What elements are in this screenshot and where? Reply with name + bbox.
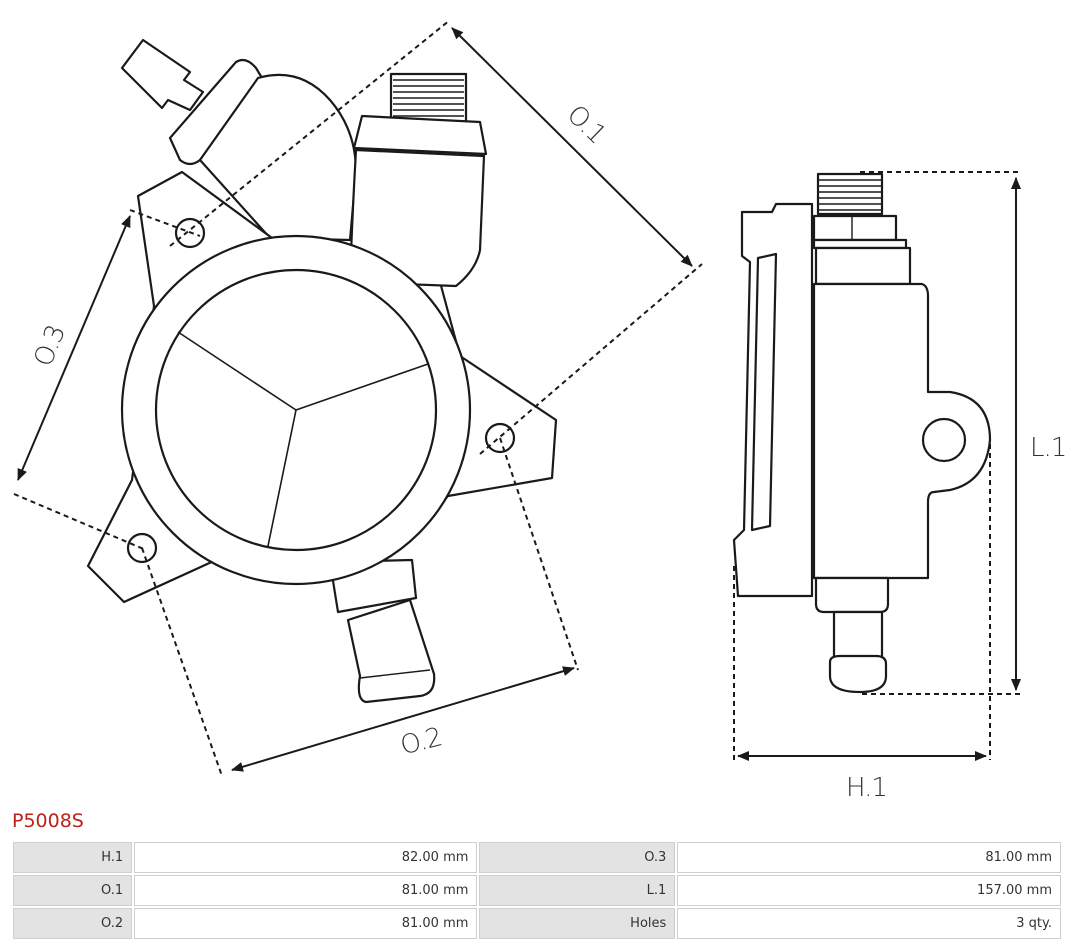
front-view — [86, 38, 558, 704]
side-dimensions — [733, 171, 1022, 761]
spec-value: 82.00 mm — [134, 842, 478, 873]
spec-value: 157.00 mm — [677, 875, 1061, 906]
table-row: O.1 81.00 mm L.1 157.00 mm — [13, 875, 1061, 906]
dimension-label-h1: H.1 — [846, 773, 887, 803]
spec-table: H.1 82.00 mm O.3 81.00 mm O.1 81.00 mm L… — [11, 840, 1063, 941]
spec-label: O.3 — [479, 842, 676, 873]
side-body — [812, 282, 992, 580]
technical-drawing: O.1 O.3 O.2 — [13, 19, 1067, 803]
hose-nipple-top — [120, 38, 205, 112]
side-hex — [812, 214, 898, 242]
fitting-hex — [352, 114, 488, 156]
table-row: O.2 81.00 mm Holes 3 qty. — [13, 908, 1061, 939]
side-lug-hole — [921, 417, 967, 463]
dimension-label-o2: O.2 — [397, 722, 444, 761]
side-outlet-tip — [828, 654, 888, 694]
side-flange-inner — [750, 252, 778, 532]
spec-label: Holes — [479, 908, 676, 939]
side-neck — [814, 246, 912, 286]
part-number: P5008S — [12, 810, 84, 832]
front-dimensions — [13, 19, 703, 777]
outlet-nipple — [346, 598, 436, 704]
spec-value: 3 qty. — [677, 908, 1061, 939]
table-row: H.1 82.00 mm O.3 81.00 mm — [13, 842, 1061, 873]
spec-value: 81.00 mm — [134, 875, 478, 906]
side-collar — [812, 238, 908, 250]
spec-value: 81.00 mm — [677, 842, 1061, 873]
dimension-label-o3: O.3 — [28, 321, 71, 370]
spec-label: L.1 — [479, 875, 676, 906]
dimension-label-l1: L.1 — [1030, 433, 1066, 463]
spec-value: 81.00 mm — [134, 908, 478, 939]
side-outlet — [814, 576, 890, 614]
side-outlet-nipple — [832, 610, 884, 662]
spec-label: O.1 — [13, 875, 133, 906]
side-view — [732, 172, 992, 694]
spec-label: O.2 — [13, 908, 133, 939]
spec-label: H.1 — [13, 842, 133, 873]
